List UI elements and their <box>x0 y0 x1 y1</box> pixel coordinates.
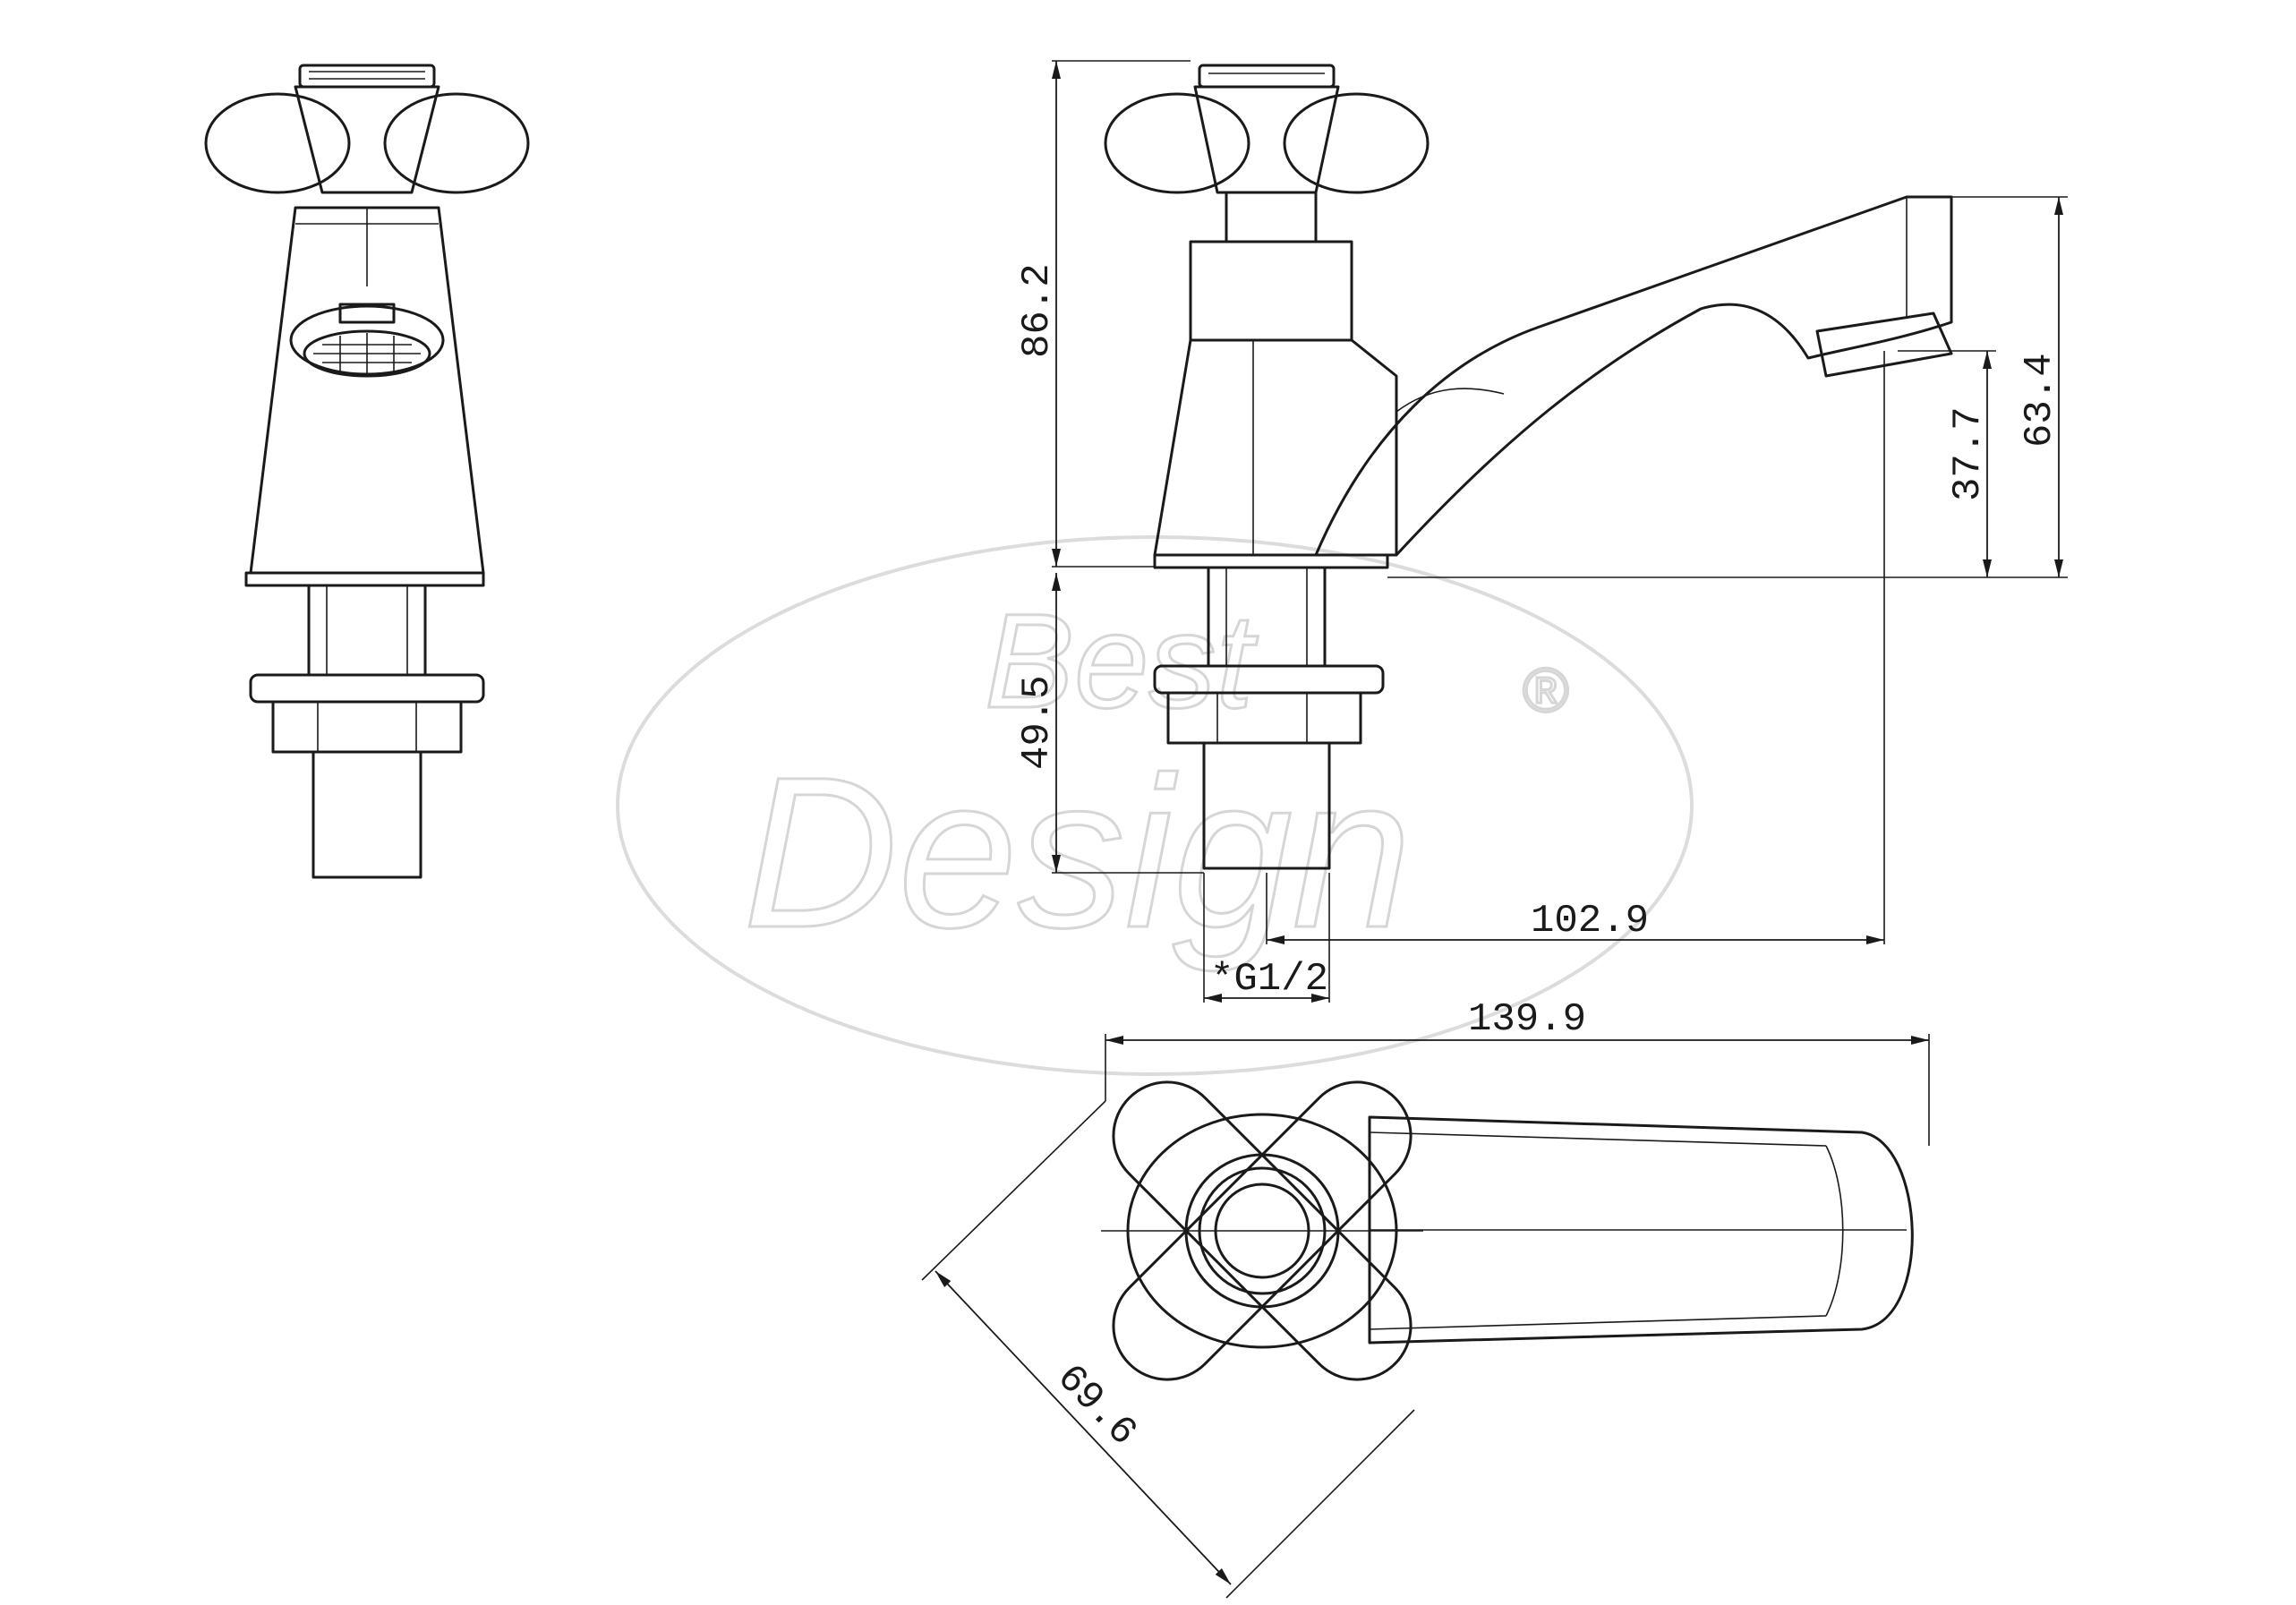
dim-102-9-label: 102.9 <box>1531 899 1649 943</box>
watermark-ellipse <box>616 535 1694 1076</box>
dim-37-7-label: 37.7 <box>1946 406 1991 501</box>
watermark-text-design: Design <box>743 732 1412 972</box>
dim-86-2-label: 86.2 <box>1015 263 1060 358</box>
dimension-lines <box>921 60 2068 1599</box>
dim-49-5-label: 49.5 <box>1015 675 1060 770</box>
watermark: Best Design ® <box>616 535 1694 1076</box>
watermark-registered-mark: ® <box>1522 655 1568 725</box>
dim-g1-2-label: *G1/2 <box>1210 957 1328 1002</box>
side-view <box>1104 64 1953 870</box>
watermark-text-best: Best <box>985 585 1258 736</box>
top-view <box>1101 1080 1914 1381</box>
dim-63-4-label: 63.4 <box>2018 353 2062 448</box>
front-view <box>204 64 530 879</box>
dim-139-9-label: 139.9 <box>1468 997 1586 1042</box>
